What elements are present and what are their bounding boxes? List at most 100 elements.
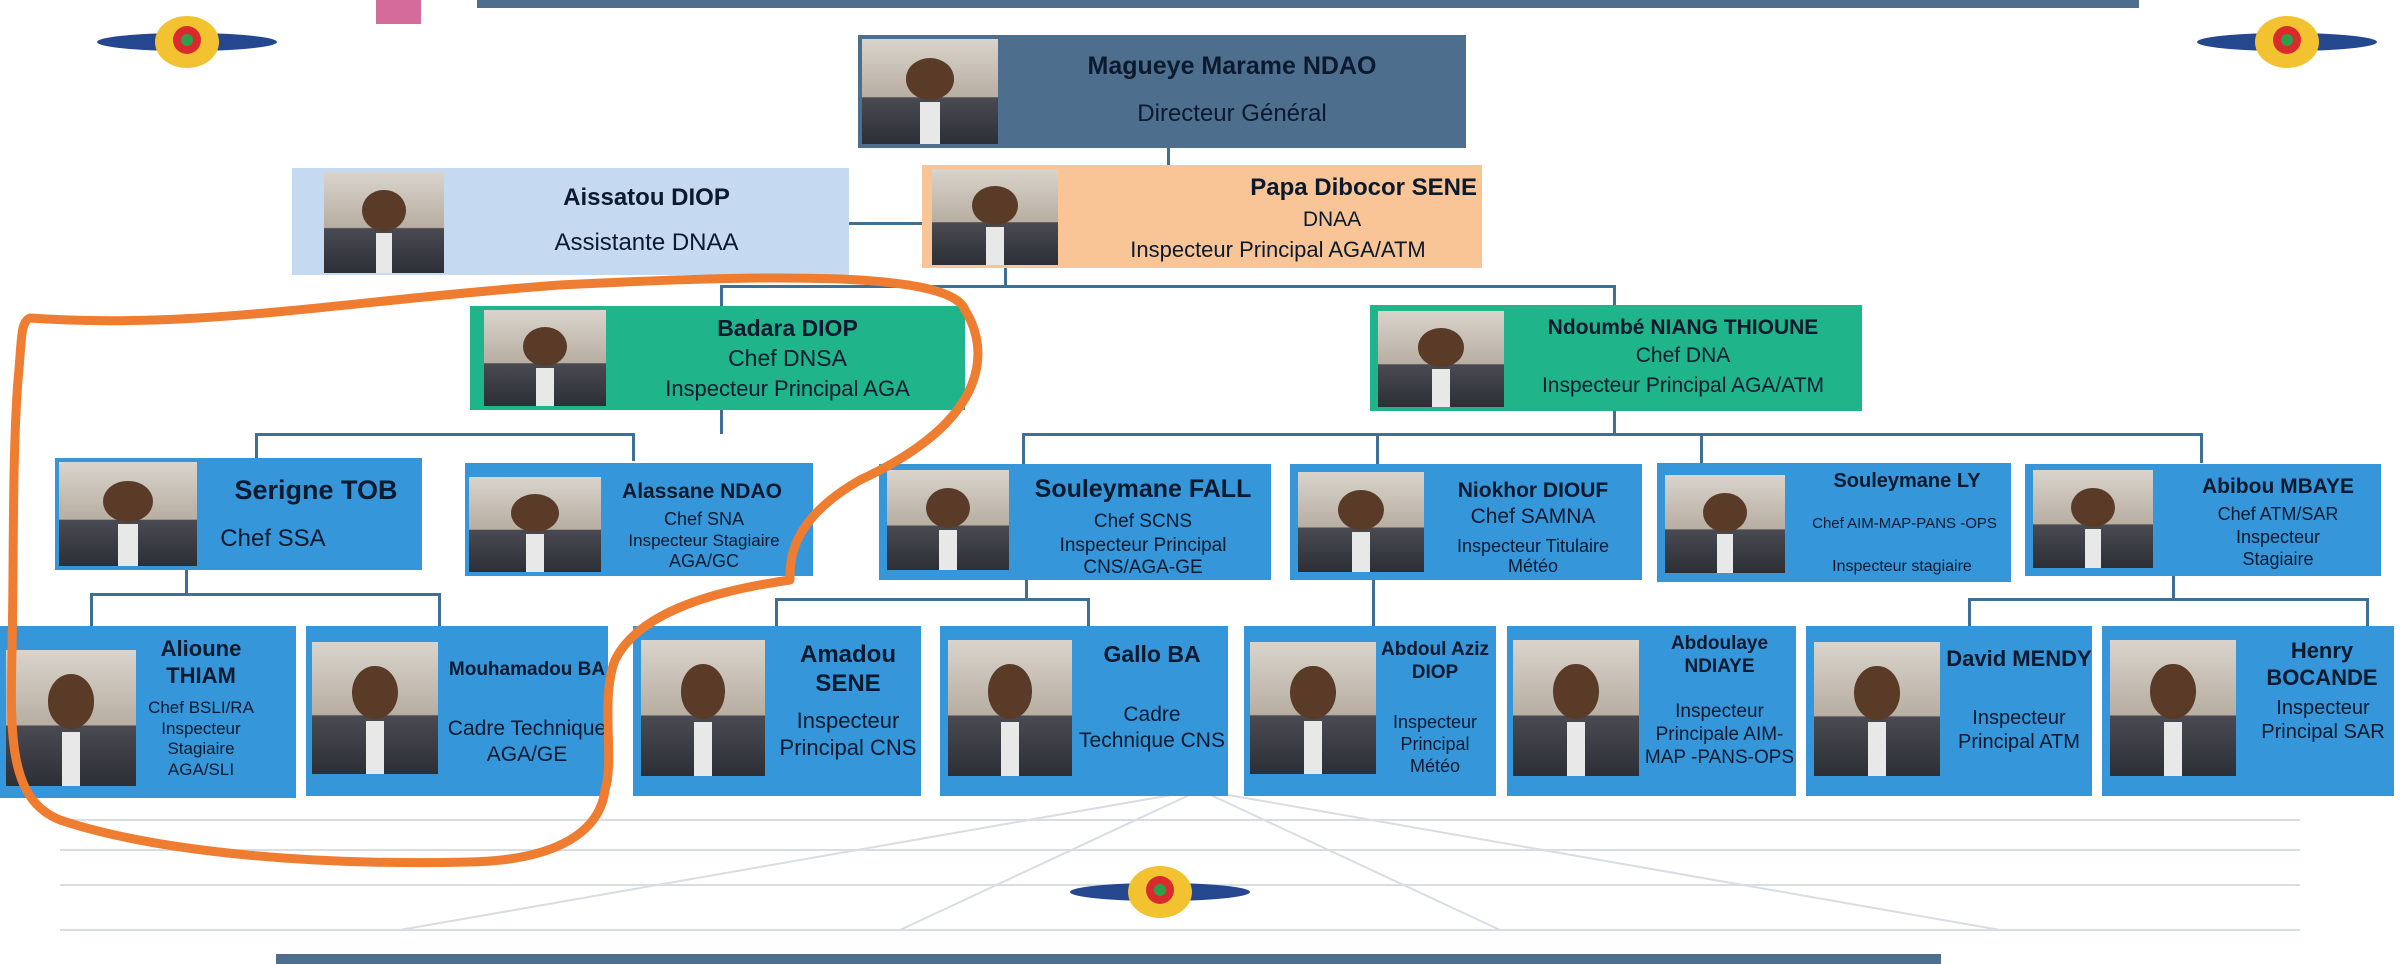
avatar [484,310,606,406]
avatar [1298,472,1424,572]
node-gallo-ba: Gallo BA Cadre Technique CNS [940,626,1228,796]
connector [1372,580,1375,628]
node-line: AGA/GC [668,551,739,571]
node-role: Assistante DNAA [554,229,739,256]
node-line: Inspecteur [2235,527,2321,547]
node-alioune-thiam: Alioune THIAM Chef BSLI/RA Inspecteur St… [0,626,296,798]
node-name: Souleymane FALL [1034,475,1252,503]
avatar [312,642,438,774]
node-title: Inspecteur Principal AGA/ATM [1130,237,1426,262]
connector [1167,146,1170,166]
node-abdoul-aziz-diop: Abdoul Aziz DIOP Inspecteur Principal Mé… [1244,626,1496,796]
avatar [6,650,136,786]
connector [1700,433,1703,463]
avatar [1513,640,1639,776]
connector [720,410,723,434]
node-serigne-tob: Serigne TOB Chef SSA [55,458,422,570]
node-lines: Inspecteur Principal ATM [1958,707,2080,754]
node-role: Directeur Général [1137,100,1327,127]
node-name: Alioune THIAM [160,636,242,688]
node-name: Serigne TOB [234,475,398,505]
node-chef-dnsa: Badara DIOP Chef DNSA Inspecteur Princip… [470,306,965,410]
node-line: CNS/AGA-GE [1083,557,1203,578]
node-name: Souleymane LY [1833,470,1981,492]
node-line: Chef ATM/SAR [2217,504,2339,524]
node-line: Stagiaire [2242,549,2314,569]
connector [1968,598,1971,628]
node-line: Inspecteur stagiaire [1832,558,1972,575]
node-david-mendy: David MENDY Inspecteur Principal ATM [1806,626,2092,796]
node-line: Chef SAMNA [1470,505,1596,528]
connector [1022,433,1025,465]
avatar [932,169,1058,265]
connector [775,598,778,628]
node-lines: Cadre Technique CNS [1079,703,1225,752]
connector [2172,575,2175,599]
node-directeur-general: Magueye Marame NDAO Directeur Général [858,35,1466,148]
node-line: Inspecteur Stagiaire [628,531,780,550]
avatar [2110,640,2236,776]
connector [255,433,258,461]
connector [632,433,635,461]
avatar [862,39,998,144]
avatar [641,640,765,776]
connector [255,433,635,436]
connector [1613,285,1616,305]
anacim-logo-top-right [2197,16,2377,68]
node-line: Chef SCNS [1093,511,1193,532]
connector [1613,410,1616,434]
node-name: Magueye Marame NDAO [1087,52,1377,80]
node-title: Inspecteur Principal AGA/ATM [1541,374,1825,397]
node-lines: Inspecteur Principal CNS [779,708,917,760]
connector [1376,433,1379,465]
node-amadou-sene: Amadou SENE Inspecteur Principal CNS [633,626,921,796]
node-assistante: Aissatou DIOP Assistante DNAA [292,168,849,275]
avatar [887,470,1009,570]
node-line: Chef SSA [220,525,326,552]
anacim-logo-bottom-center [1070,866,1250,918]
top-bar [477,0,2139,8]
connector [2366,598,2369,628]
node-name: Gallo BA [1103,641,1201,667]
node-role: DNAA [1302,208,1362,231]
connector [1004,266,1007,286]
connector [2200,433,2203,463]
node-lines: Inspecteur Principal SAR [2261,697,2385,744]
node-line: Chef SNA [663,509,745,529]
node-name: Henry BOCANDE [2266,638,2378,690]
connector [720,285,723,309]
node-name: Alassane NDAO [622,480,782,503]
avatar [1814,642,1940,776]
node-souleymane-ly: Souleymane LY Chef AIM-MAP-PANS -OPS Ins… [1657,463,2011,582]
node-name: David MENDY [1946,646,2092,671]
connector [90,593,440,596]
node-line: Chef AIM-MAP-PANS -OPS [1812,515,1997,532]
node-line: Inspecteur Principal [1059,535,1227,556]
node-line: Inspecteur Titulaire [1456,536,1610,556]
connector [1968,598,2368,601]
node-lines: Chef BSLI/RA Inspecteur Stagiaire AGA/SL… [148,698,254,780]
node-name: Abdoul Aziz DIOP [1381,639,1489,684]
node-name: Papa Dibocor SENE [1250,174,1477,201]
connector [1025,580,1028,600]
avatar [1665,475,1785,573]
node-lines: Inspecteur Principale AIM-MAP -PANS-OPS [1644,701,1795,769]
connector [1022,433,2202,436]
connector [775,598,1090,601]
node-lines: Inspecteur Principal Météo [1392,712,1478,776]
node-name: Ndoumbé NIANG THIOUNE [1547,316,1819,339]
node-mouhamadou-ba: Mouhamadou BA Cadre Technique AGA/GE [306,626,608,796]
node-role: Chef DNA [1635,344,1731,367]
connector [185,570,188,594]
pink-accent [376,0,421,24]
node-title: Inspecteur Principal AGA [665,376,910,401]
node-name: Mouhamadou BA [448,659,606,680]
bottom-bar [276,954,1941,964]
anacim-logo-top-left [97,16,277,68]
node-niokhor-diouf: Niokhor DIOUF Chef SAMNA Inspecteur Titu… [1290,464,1642,580]
node-dnaa: Papa Dibocor SENE DNAA Inspecteur Princi… [922,165,1482,268]
avatar [324,172,444,273]
node-name: Niokhor DIOUF [1457,479,1609,502]
node-lines: Cadre Technique AGA/GE [447,717,607,766]
